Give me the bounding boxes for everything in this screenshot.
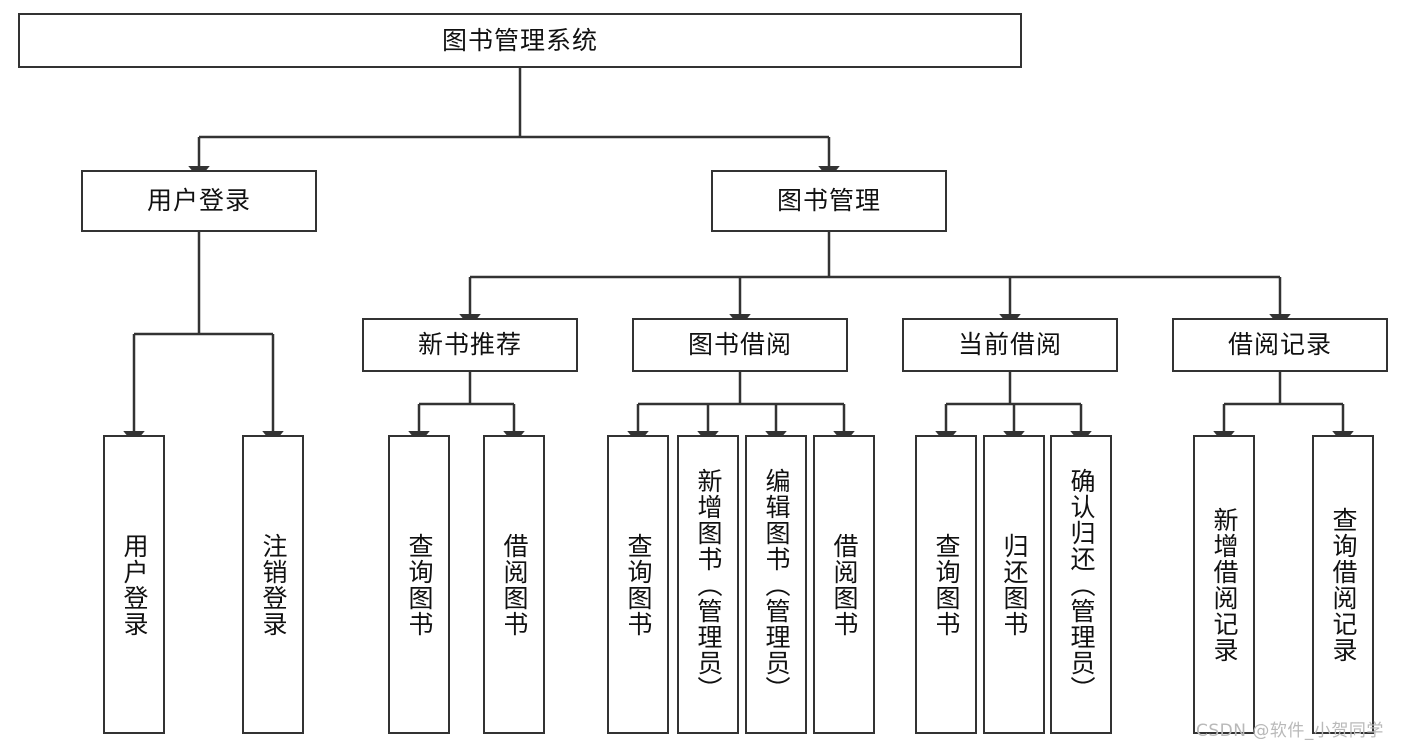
- node-leaf-confirm-return[interactable]: 确认归还（管理员）: [1050, 435, 1112, 734]
- node-label: 图书借阅: [687, 330, 792, 360]
- node-label: 用户登录: [120, 532, 149, 637]
- node-label: 用户登录: [146, 186, 251, 216]
- node-label: 确认归还（管理员）: [1067, 467, 1096, 702]
- node-leaf-borrow-book-1[interactable]: 借阅图书: [483, 435, 545, 734]
- node-current-borrow[interactable]: 当前借阅: [902, 318, 1118, 372]
- csdn-watermark: CSDN @软件_小贺同学: [1196, 721, 1384, 741]
- node-book-manage[interactable]: 图书管理: [711, 170, 947, 232]
- node-label: 新增借阅记录: [1210, 506, 1239, 663]
- node-label: 查询借阅记录: [1329, 506, 1358, 663]
- node-leaf-query-book-1[interactable]: 查询图书: [388, 435, 450, 734]
- connector-lines: [123, 68, 1354, 444]
- node-label: 查询图书: [624, 532, 653, 637]
- node-label: 当前借阅: [957, 330, 1062, 360]
- node-label: 查询图书: [405, 532, 434, 637]
- node-user-login[interactable]: 用户登录: [81, 170, 317, 232]
- node-label: 编辑图书（管理员）: [762, 467, 791, 702]
- node-label: 查询图书: [932, 532, 961, 637]
- node-label: 借阅图书: [830, 532, 859, 637]
- node-label: 图书管理系统: [441, 25, 598, 55]
- node-new-book-rec[interactable]: 新书推荐: [362, 318, 578, 372]
- node-leaf-query-book-3[interactable]: 查询图书: [915, 435, 977, 734]
- node-leaf-edit-book[interactable]: 编辑图书（管理员）: [745, 435, 807, 734]
- node-label: 新书推荐: [417, 330, 522, 360]
- node-label: 归还图书: [1000, 532, 1029, 637]
- node-leaf-user-login[interactable]: 用户登录: [103, 435, 165, 734]
- node-borrow-record[interactable]: 借阅记录: [1172, 318, 1388, 372]
- node-leaf-user-logout[interactable]: 注销登录: [242, 435, 304, 734]
- node-label: 借阅图书: [500, 532, 529, 637]
- node-leaf-return-book[interactable]: 归还图书: [983, 435, 1045, 734]
- node-leaf-add-book[interactable]: 新增图书（管理员）: [677, 435, 739, 734]
- node-label: 新增图书（管理员）: [694, 467, 723, 702]
- node-leaf-query-book-2[interactable]: 查询图书: [607, 435, 669, 734]
- node-leaf-query-record[interactable]: 查询借阅记录: [1312, 435, 1374, 734]
- node-label: 借阅记录: [1227, 330, 1332, 360]
- node-leaf-borrow-book-2[interactable]: 借阅图书: [813, 435, 875, 734]
- node-label: 注销登录: [259, 532, 288, 637]
- node-root[interactable]: 图书管理系统: [18, 13, 1022, 68]
- node-book-borrow[interactable]: 图书借阅: [632, 318, 848, 372]
- node-leaf-add-record[interactable]: 新增借阅记录: [1193, 435, 1255, 734]
- node-label: 图书管理: [776, 186, 881, 216]
